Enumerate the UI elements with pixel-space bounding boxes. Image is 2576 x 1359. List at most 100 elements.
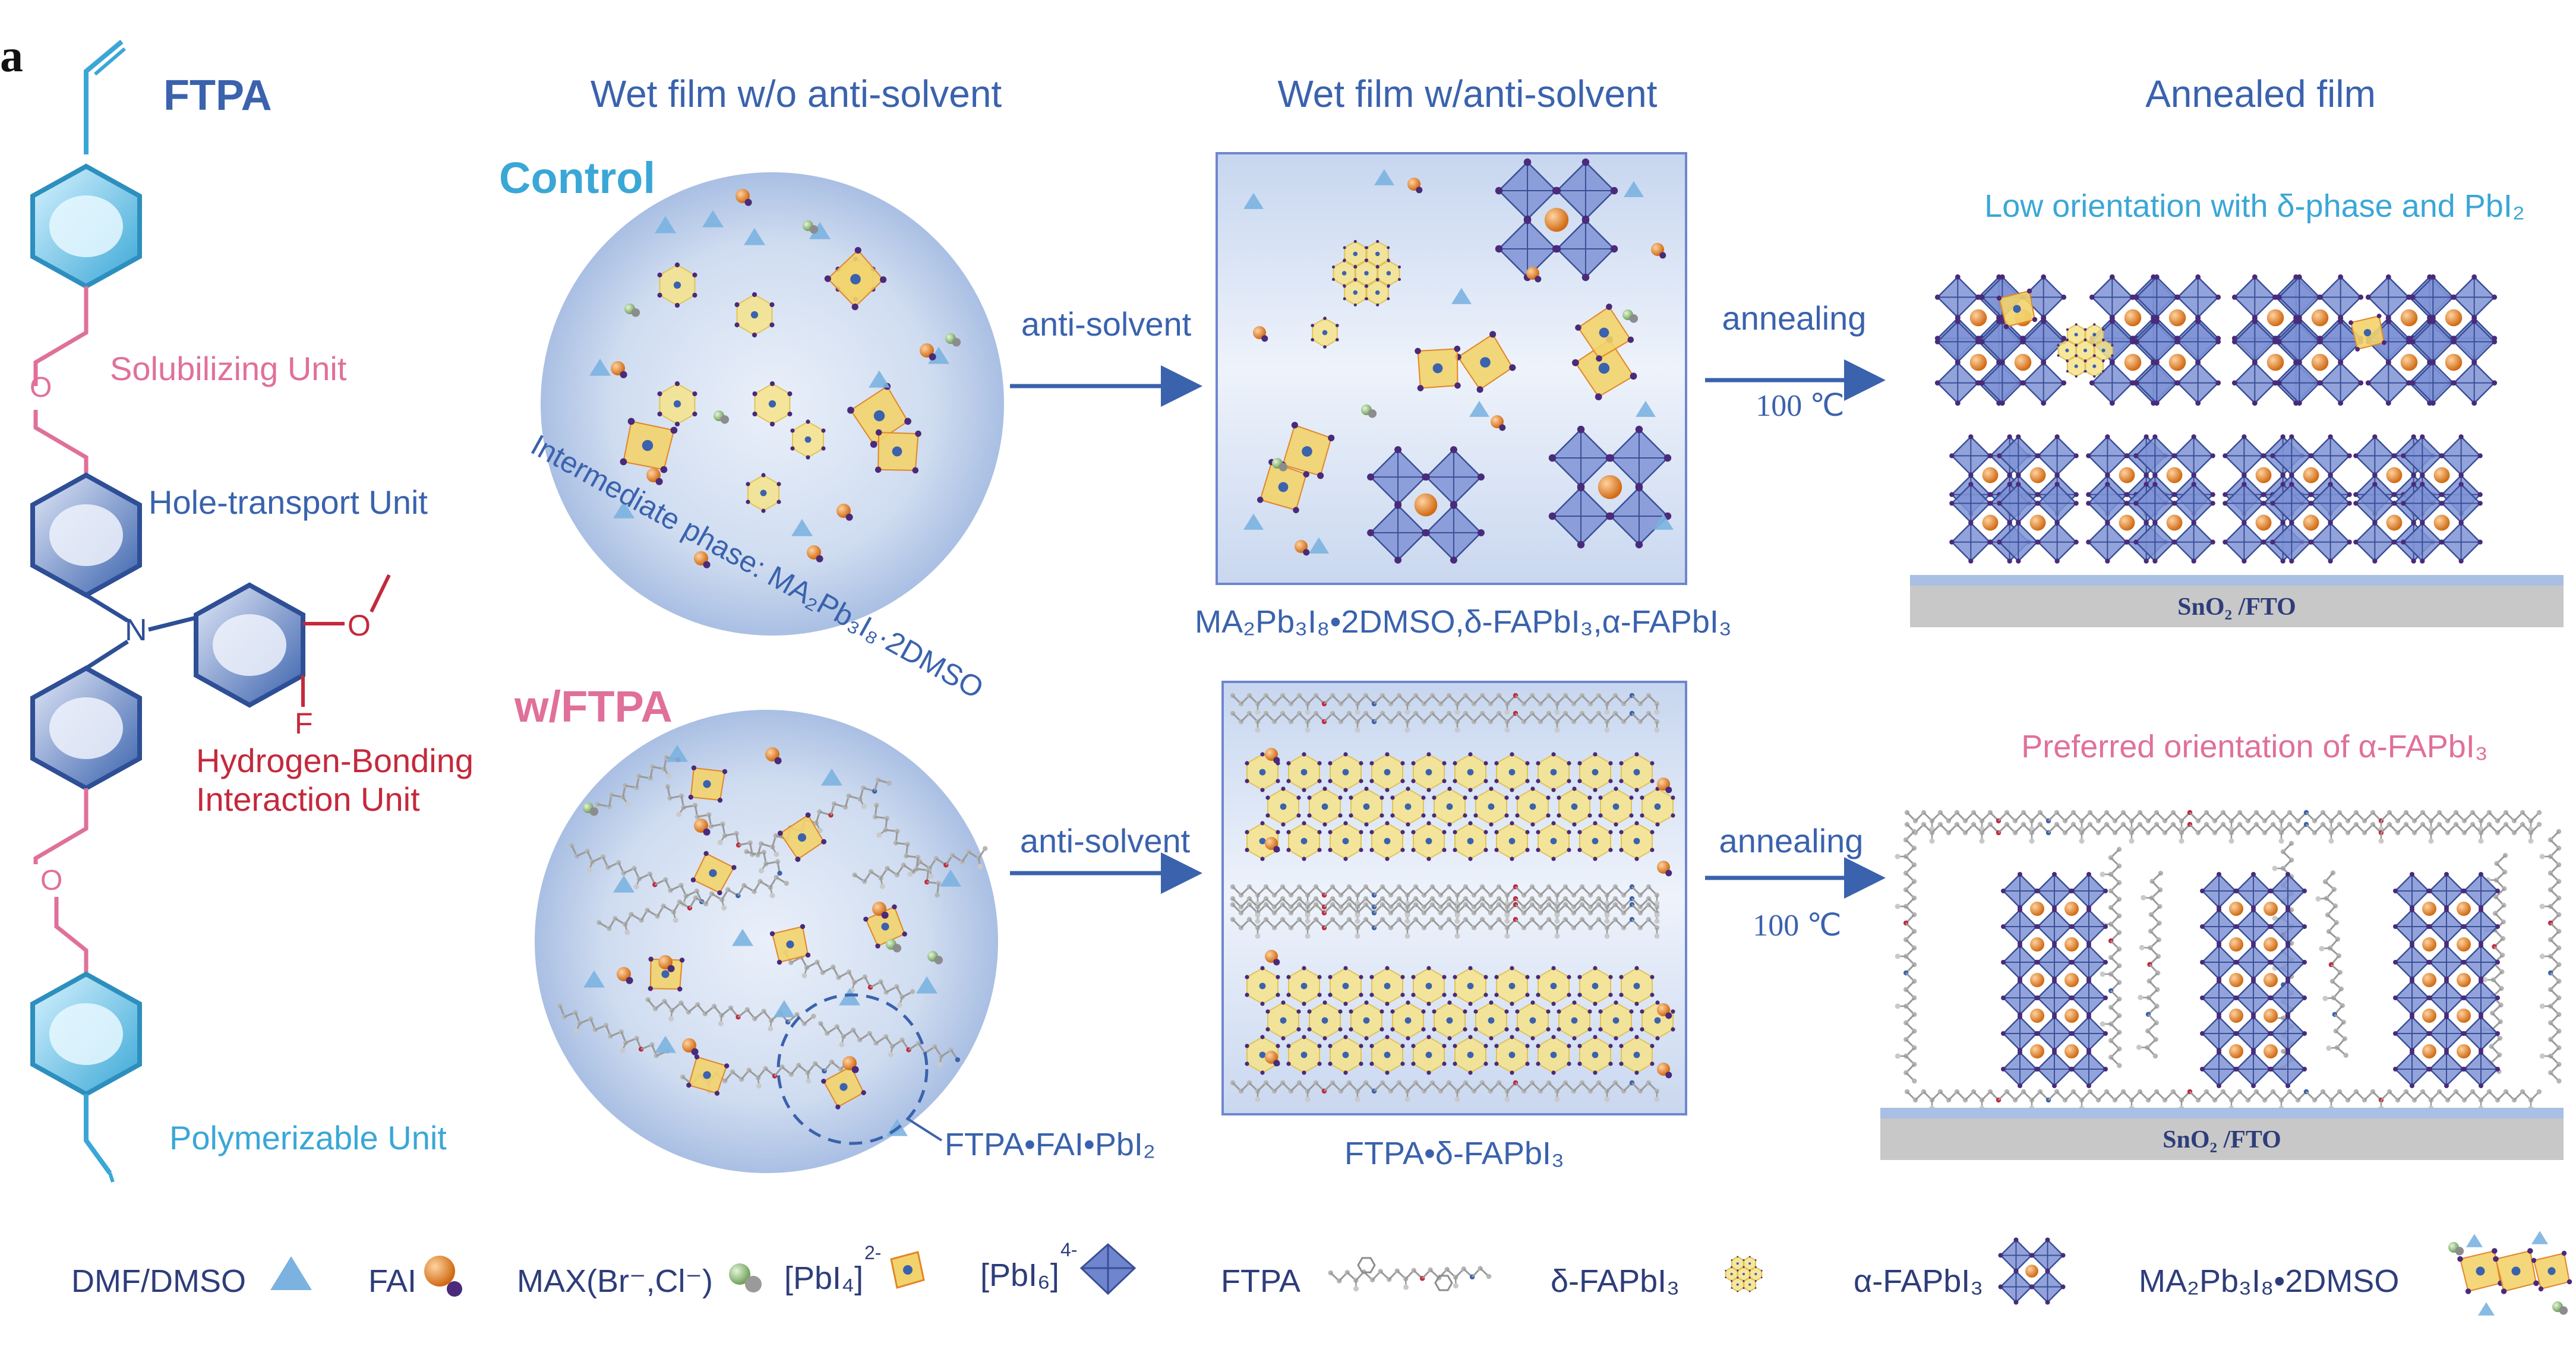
- solvent-triangle: [744, 227, 765, 245]
- ftpa-annealed-caption: Preferred orientation of α-FAPbI₃: [2021, 729, 2488, 764]
- fai-molecule: [807, 545, 823, 562]
- delta-fapbi3-unit: [1343, 279, 1368, 306]
- fa-cation: [2029, 467, 2046, 483]
- fluorine-atom: F: [295, 707, 313, 740]
- ftpa-substrate-label: SnO₂ /FTO: [2163, 1126, 2281, 1153]
- pbi6-octahedron: [2231, 274, 2278, 320]
- pbi4-tetrahedron: [1454, 331, 1516, 393]
- solvent-triangle: [2478, 1302, 2495, 1316]
- pbi6-octahedron: [2439, 520, 2483, 564]
- ftpa-chain: [1230, 710, 1660, 733]
- delta-fapbi3-unit: [1245, 821, 1280, 861]
- delta-fapbi3-unit: [1619, 1035, 1655, 1075]
- ftpa-legend-chain: [1328, 1266, 1492, 1292]
- pbi6-octahedron: [2270, 520, 2313, 564]
- delta-fapbi3-unit: [1349, 786, 1384, 827]
- delta-fapbi3-unit: [1328, 821, 1363, 861]
- pbi6-octahedron: [1606, 483, 1672, 549]
- solvent-triangle: [583, 970, 605, 988]
- legend-item-pbi6: [PbI₆] 4-: [980, 1239, 1137, 1295]
- delta-fapbi3-unit: [1328, 1035, 1363, 1075]
- pbi4-tetrahedron: [769, 924, 811, 965]
- fa-cation: [2030, 1009, 2044, 1023]
- fa-cation: [1598, 475, 1622, 500]
- fai-molecule: [658, 955, 675, 972]
- fai-molecule: [1265, 837, 1280, 853]
- solvent-triangle: [702, 210, 724, 227]
- fa-cation: [2166, 514, 2183, 531]
- solvent-triangle: [1243, 513, 1264, 530]
- pbi6-octahedron: [2234, 979, 2272, 1017]
- ftpa-chain: [2315, 870, 2348, 1058]
- pbi4-tetrahedron: [1575, 304, 1634, 362]
- solvent-triangle: [940, 869, 961, 887]
- ftpa-chain: [1230, 884, 1660, 906]
- pbi4-tetrahedron: [1996, 288, 2038, 330]
- fa-cation: [2457, 937, 2471, 952]
- pbi6-octahedron: [2035, 482, 2079, 525]
- aromatic-ring: [1434, 1275, 1453, 1291]
- solvent-triangle: [1451, 287, 1472, 304]
- ftpa-chain: [665, 784, 782, 876]
- fai-molecule: [1265, 950, 1280, 966]
- fa-cation: [2264, 1044, 2278, 1058]
- delta-fapbi3-unit: [1731, 1256, 1745, 1272]
- solvent-triangle: [1653, 513, 1674, 530]
- pbi6-octahedron: [2318, 360, 2364, 406]
- solvent-triangle: [916, 976, 937, 994]
- ftpa-chain: [1230, 1080, 1660, 1102]
- fa-cation: [2303, 514, 2319, 531]
- pbi4-tetrahedron: [821, 1064, 866, 1110]
- legend-label: δ-FAPbI₃: [1551, 1263, 1680, 1299]
- alpha-fapbi3-cluster: [1979, 318, 2067, 406]
- pbi4-tetrahedron: [690, 851, 737, 896]
- delta-fapbi3-unit: [1557, 786, 1592, 827]
- pbi6-octahedron: [1367, 501, 1429, 564]
- max-molecule: [2552, 1301, 2568, 1315]
- solvent-triangle: [1469, 400, 1489, 417]
- fa-cation: [2445, 309, 2463, 327]
- pbi6-octahedron-icon: [1079, 1243, 1137, 1295]
- fa-cation: [2229, 1009, 2243, 1023]
- delta-fapbi3-unit: [1307, 786, 1343, 827]
- fa-cation: [1982, 514, 1999, 531]
- delta-fapbi3-unit: [1577, 752, 1613, 792]
- delta-fapbi3-unit: [657, 262, 697, 308]
- fa-cation: [2030, 937, 2044, 952]
- pbi6-octahedron: [2401, 520, 2444, 564]
- legend-item-ftpa: FTPA: [1221, 1257, 1492, 1299]
- delta-fapbi3-unit: [1286, 752, 1322, 792]
- delta-fapbi3-icon: [1725, 1256, 1763, 1292]
- delta-fapbi3-unit: [790, 419, 826, 460]
- fai-molecule: [682, 1038, 699, 1055]
- pbi6-octahedron: [2439, 434, 2483, 478]
- pbi4-tetrahedron: [847, 383, 911, 448]
- pbi6-octahedron: [1934, 360, 1981, 406]
- aromatic-ring: [1357, 1257, 1376, 1273]
- delta-fapbi3-unit: [1577, 966, 1613, 1006]
- fa-cation: [2255, 514, 2272, 531]
- ftpa-antisolvent-label: anti-solvent: [1020, 822, 1191, 859]
- pbi6-octahedron: [2353, 520, 2397, 564]
- delta-fapbi3-unit: [1577, 821, 1613, 861]
- pbi4-tetrahedron: [824, 246, 887, 311]
- delta-fapbi3-unit: [1453, 966, 1488, 1006]
- ftpa-chain: [2539, 829, 2562, 1084]
- legend-superscript: 4-: [1060, 1239, 1077, 1260]
- fai-molecule: [1526, 267, 1542, 283]
- pbi6-octahedron: [2451, 360, 2498, 406]
- pbi6-octahedron: [1997, 520, 2040, 564]
- fa-cation: [2029, 514, 2046, 531]
- delta-fapbi3-unit: [734, 292, 775, 338]
- solvent-triangle: [2466, 1234, 2483, 1247]
- legend-item-ma2pb3i8: MA₂Pb₃I₈•2DMSO: [2139, 1231, 2572, 1316]
- max-molecule-icon: [729, 1263, 750, 1285]
- pbi4-tetrahedron: [2493, 1248, 2539, 1294]
- ftpa-chain: [596, 874, 789, 936]
- alpha-fapbi3-cluster: [1367, 446, 1485, 564]
- delta-fapbi3-unit: [1473, 786, 1509, 827]
- pbi4-tetrahedron: [686, 1054, 730, 1096]
- fai-molecule: [872, 902, 889, 919]
- pbi6-octahedron: [2223, 520, 2266, 564]
- fa-cation: [2400, 353, 2418, 371]
